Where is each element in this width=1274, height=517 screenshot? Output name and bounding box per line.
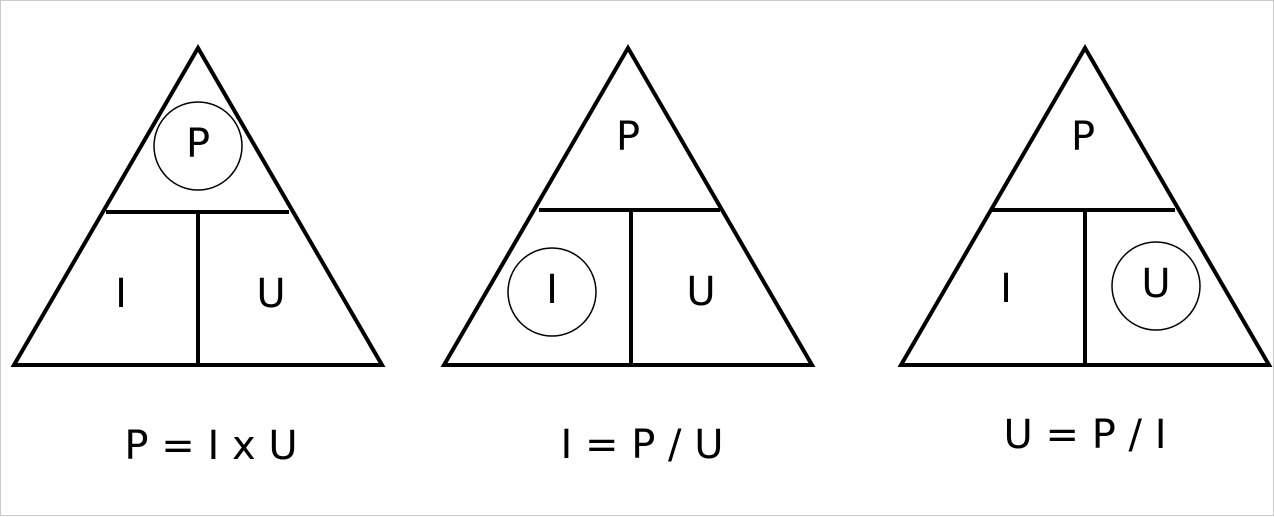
cell-bottom-right-label: U — [256, 271, 285, 317]
formula-label: U = P / I — [1003, 412, 1166, 458]
cell-top-label: P — [186, 121, 210, 167]
cell-bottom-left-label: I — [115, 271, 127, 317]
highlight-circle — [153, 101, 243, 191]
triangle-current: P I U I = P / U — [440, 44, 816, 468]
cell-top-label: P — [1071, 114, 1095, 160]
highlight-circle — [1111, 241, 1201, 331]
cell-bottom-right-label: U — [686, 269, 715, 315]
formula-label: P = I x U — [124, 423, 297, 469]
cell-bottom-left-label: I — [1000, 266, 1012, 312]
highlight-circle — [507, 247, 597, 337]
cell-bottom-right-label: U — [1141, 261, 1170, 307]
triangle-outline — [440, 44, 816, 367]
cell-bottom-left-label: I — [546, 267, 558, 313]
triangle-power: P I U P = I x U — [10, 44, 386, 469]
triangle-voltage: P I U U = P / I — [897, 44, 1273, 458]
formula-label: I = P / U — [560, 422, 723, 468]
cell-top-label: P — [616, 114, 640, 160]
